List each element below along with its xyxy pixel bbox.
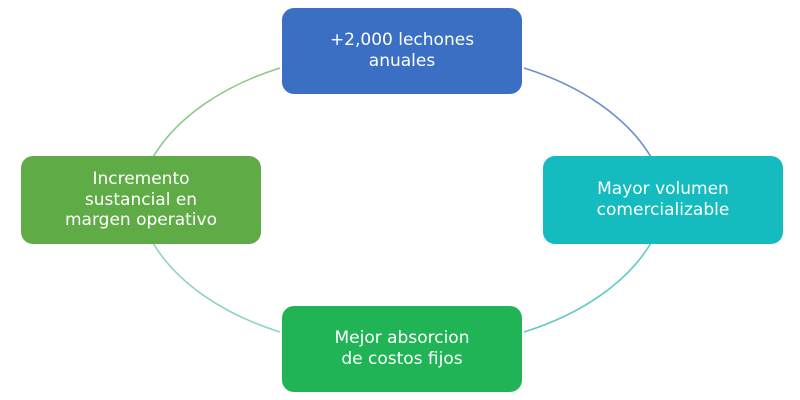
cycle-node-right-label: Mayor volumen comercializable (596, 179, 730, 220)
cycle-node-right: Mayor volumen comercializable (543, 156, 783, 244)
connector-right-bottom (523, 242, 652, 333)
connector-top-right (523, 67, 652, 158)
cycle-node-top: +2,000 lechones anuales (282, 8, 522, 94)
connector-bottom-left (152, 242, 281, 333)
cycle-node-left-label: Incremento sustancial en margen operativ… (64, 168, 217, 231)
cycle-node-bottom: Mejor absorcion de costos fijos (282, 306, 522, 392)
cycle-node-top-label: +2,000 lechones anuales (329, 30, 475, 71)
connector-left-top (152, 67, 281, 158)
cycle-node-left: Incremento sustancial en margen operativ… (21, 156, 261, 244)
cycle-node-bottom-label: Mejor absorcion de costos fijos (334, 328, 470, 369)
